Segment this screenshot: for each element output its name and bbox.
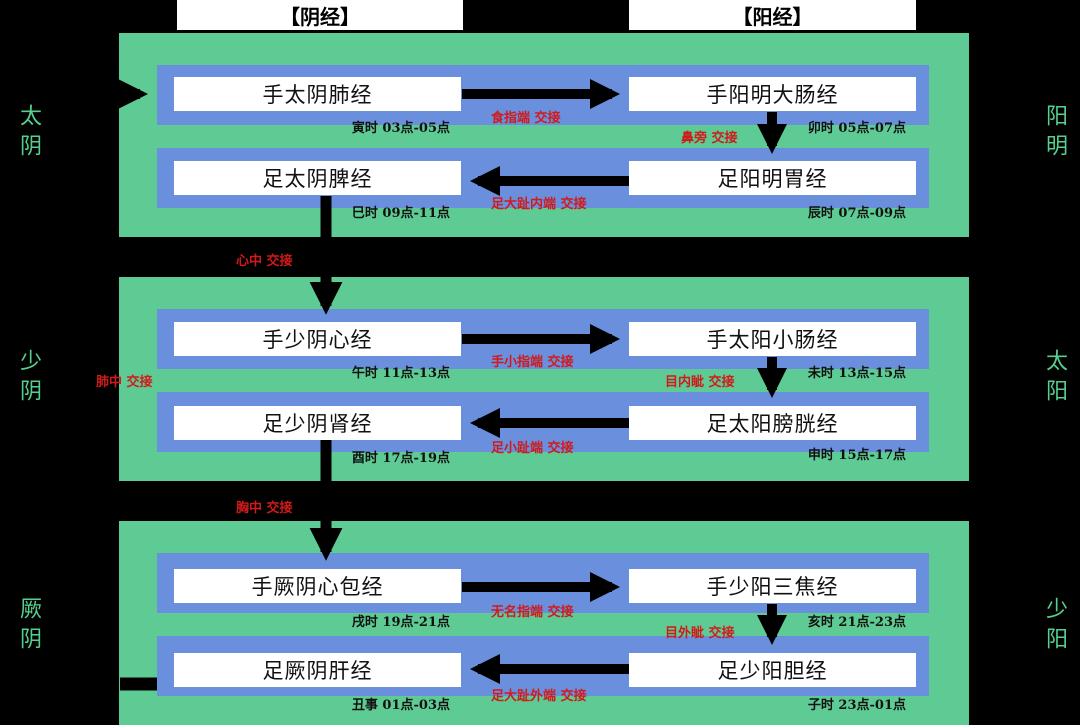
link-label-little-finger: 手小指端 交接 (491, 355, 574, 370)
side-label-jueyin: 厥阴 (16, 597, 41, 657)
meridian-box-liver: 足厥阴肝经 (174, 653, 461, 687)
time-label-lung: 寅时 03点-05点 (351, 121, 450, 136)
side-label-shaoyang: 少阳 (1042, 597, 1067, 657)
meridian-box-spleen: 足太阴脾经 (174, 161, 461, 195)
meridian-box-bladder: 足太阳膀胱经 (629, 406, 916, 440)
meridian-box-lung: 手太阴肺经 (174, 77, 461, 111)
link-label-heart-center: 心中 交接 (236, 254, 293, 269)
time-label-liver: 丑事 01点-03点 (351, 698, 450, 713)
link-label-big-toe-inner: 足大趾内端 交接 (491, 197, 587, 212)
meridian-box-heart: 手少阴心经 (174, 322, 461, 356)
time-label-large-intestine: 卯时 05点-07点 (807, 121, 906, 136)
link-label-ring-finger: 无名指端 交接 (491, 605, 574, 620)
yin-meridian-header: 【阴经】 (177, 0, 463, 30)
meridian-box-triple-burner: 手少阳三焦经 (629, 569, 916, 603)
side-label-shaoyin: 少阴 (16, 349, 41, 409)
time-label-gallbladder: 子时 23点-01点 (807, 698, 906, 713)
link-label-little-toe: 足小趾端 交接 (491, 441, 574, 456)
link-label-lung-center: 肺中 交接 (96, 375, 153, 390)
time-label-triple-burner: 亥时 21点-23点 (807, 615, 906, 630)
side-label-taiyin: 太阴 (16, 104, 41, 164)
link-label-outer-canthus: 目外眦 交接 (665, 626, 735, 641)
link-label-big-toe-outer: 足大趾外端 交接 (491, 689, 587, 704)
meridian-box-pericardium: 手厥阴心包经 (174, 569, 461, 603)
meridian-box-kidney: 足少阴肾经 (174, 406, 461, 440)
meridian-box-small-intestine: 手太阳小肠经 (629, 322, 916, 356)
time-label-stomach: 辰时 07点-09点 (807, 206, 906, 221)
side-label-taiyang: 太阳 (1042, 349, 1067, 409)
meridian-box-gallbladder: 足少阳胆经 (629, 653, 916, 687)
time-label-bladder: 申时 15点-17点 (807, 448, 906, 463)
time-label-small-intestine: 未时 13点-15点 (807, 366, 906, 381)
time-label-spleen: 巳时 09点-11点 (351, 206, 450, 221)
link-label-inner-canthus: 目内眦 交接 (665, 375, 735, 390)
side-label-yangming: 阳明 (1042, 104, 1067, 164)
meridian-box-stomach: 足阳明胃经 (629, 161, 916, 195)
yang-meridian-header: 【阳经】 (629, 0, 916, 30)
meridian-box-large-intestine: 手阳明大肠经 (629, 77, 916, 111)
link-label-index-finger: 食指端 交接 (491, 111, 561, 126)
link-label-chest-center: 胸中 交接 (236, 501, 293, 516)
link-label-nose: 鼻旁 交接 (681, 131, 738, 146)
time-label-pericardium: 戌时 19点-21点 (351, 615, 450, 630)
time-label-kidney: 酉时 17点-19点 (351, 451, 450, 466)
time-label-heart: 午时 11点-13点 (351, 366, 450, 381)
